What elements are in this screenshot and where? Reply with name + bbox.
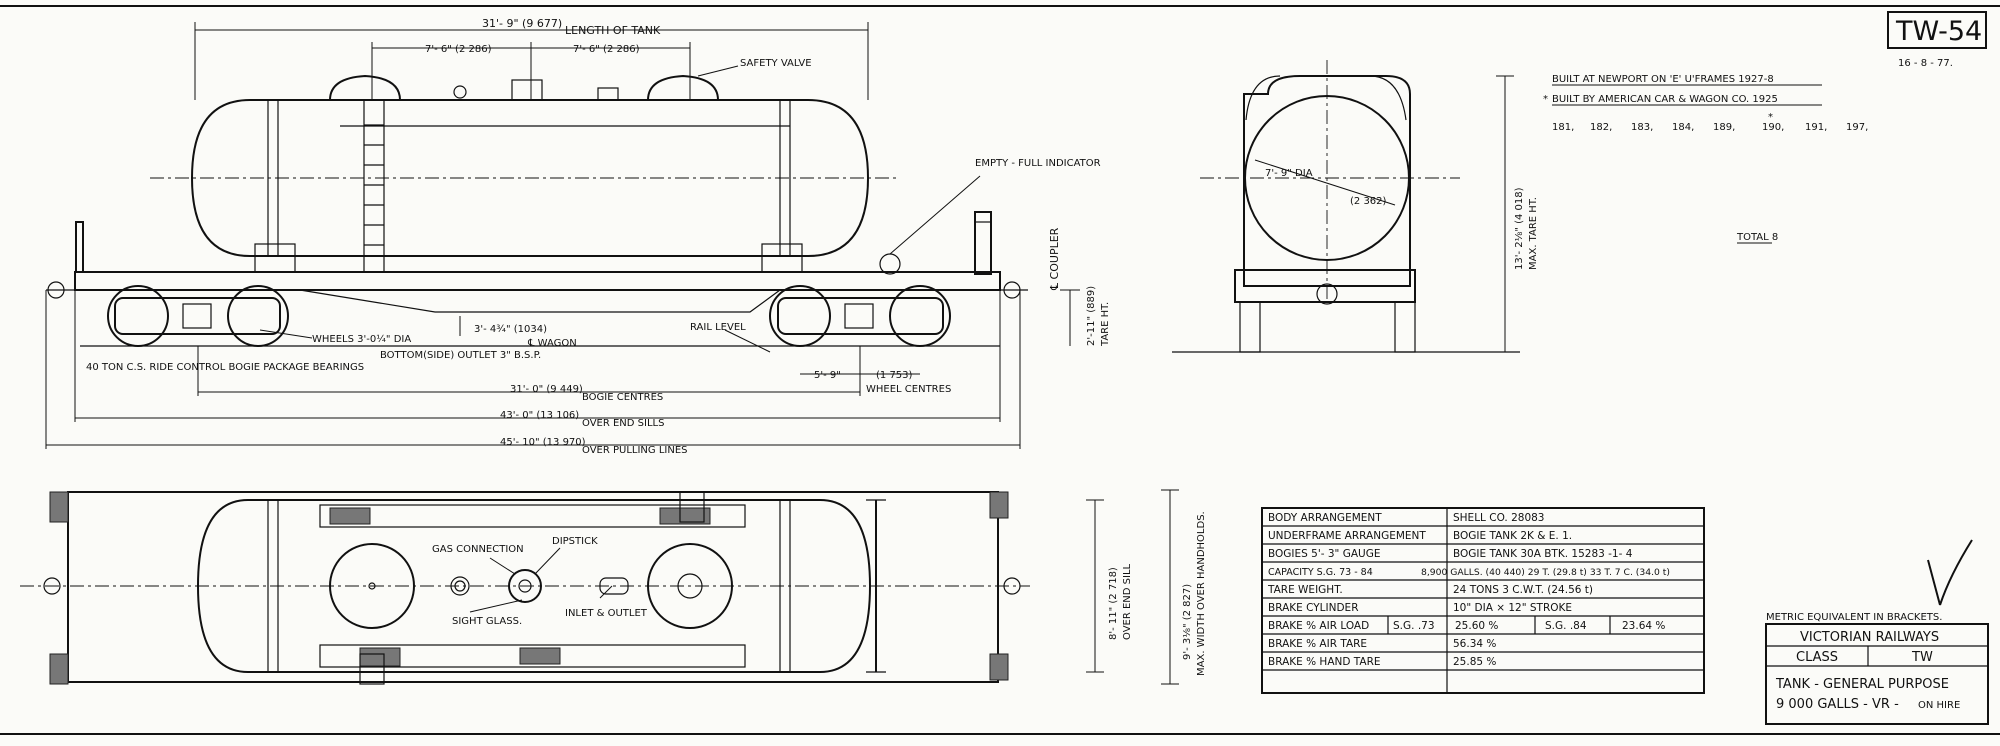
max-tare-height-dim: 13'- 2⅛" (4 018) bbox=[1514, 187, 1525, 270]
row-capacity-value: 8,900 GALLS. (40 440) 29 T. (29.8 t) 33 … bbox=[1421, 567, 1670, 578]
row-brake-air-load-v1: 25.60 % bbox=[1455, 620, 1498, 632]
number-189: 189, bbox=[1713, 122, 1735, 133]
number-191: 191, bbox=[1805, 122, 1827, 133]
row-tare-weight-value: 24 TONS 3 C.W.T. (24.56 t) bbox=[1453, 584, 1593, 596]
length-of-tank-dim: 31'- 9" (9 677) bbox=[482, 17, 562, 30]
empty-full-indicator-label: EMPTY - FULL INDICATOR bbox=[975, 158, 1101, 169]
number-181: 181, bbox=[1552, 122, 1574, 133]
bogie-centres-label: BOGIE CENTRES bbox=[582, 392, 663, 403]
bogie-centres-dim: 31'- 0" (9 449) bbox=[510, 384, 583, 395]
number-183: 183, bbox=[1631, 122, 1653, 133]
number-197: 197, bbox=[1846, 122, 1868, 133]
row-capacity-label: CAPACITY S.G. 73 - 84 bbox=[1268, 567, 1373, 578]
row-brake-air-load-sg1: S.G. .73 bbox=[1393, 620, 1435, 632]
number-190: 190, bbox=[1762, 122, 1784, 133]
total-note: TOTAL 8 bbox=[1736, 232, 1778, 243]
end-sills-label: OVER END SILLS bbox=[582, 418, 664, 429]
number-184: 184, bbox=[1672, 122, 1694, 133]
tare-height-label: TARE HT. bbox=[1100, 302, 1111, 347]
specification-table: BODY ARRANGEMENT SHELL CO. 28083 UNDERFR… bbox=[1261, 507, 1705, 694]
end-sill-width-dim: 8'- 11" (2 718) bbox=[1108, 567, 1119, 640]
row-brake-air-load-sg2: S.G. .84 bbox=[1545, 620, 1587, 632]
row-brake-cylinder-label: BRAKE CYLINDER bbox=[1268, 602, 1359, 614]
tank-diameter-metric: (2 362) bbox=[1350, 196, 1387, 207]
bottom-outlet-label: BOTTOM(SIDE) OUTLET 3" B.S.P. bbox=[380, 350, 541, 361]
max-tare-height-label: MAX. TARE HT. bbox=[1528, 197, 1539, 270]
wheel-centres-metric: (1 753) bbox=[876, 370, 913, 381]
rail-level-label: RAIL LEVEL bbox=[690, 322, 746, 333]
row-bogies-label: BOGIES 5'- 3" GAUGE bbox=[1268, 548, 1380, 560]
drawing-date: 16 - 8 - 77. bbox=[1898, 58, 1953, 69]
safety-valve-label: SAFETY VALVE bbox=[740, 58, 812, 69]
wagon-capacity: 9 000 GALLS - VR - bbox=[1776, 697, 1899, 712]
row-brake-air-load-v2: 23.64 % bbox=[1622, 620, 1665, 632]
row-brake-air-tare-value: 56.34 % bbox=[1453, 638, 1496, 650]
row-underframe-label: UNDERFRAME ARRANGEMENT bbox=[1268, 530, 1426, 542]
built-newport-note: BUILT AT NEWPORT ON 'E' U'FRAMES 1927-8 bbox=[1552, 74, 1774, 85]
half-tank-left-dim: 7'- 6" (2 286) bbox=[425, 44, 492, 55]
length-of-tank-label: LENGTH OF TANK bbox=[565, 24, 661, 37]
dipstick-label: DIPSTICK bbox=[552, 536, 598, 547]
row-body-arrangement-value: SHELL CO. 28083 bbox=[1453, 512, 1544, 524]
built-acw-note: BUILT BY AMERICAN CAR & WAGON CO. 1925 bbox=[1552, 94, 1778, 105]
hire-note: ON HIRE bbox=[1918, 700, 1960, 711]
row-brake-hand-tare-label: BRAKE % HAND TARE bbox=[1268, 656, 1381, 668]
gas-connection-label: GAS CONNECTION bbox=[432, 544, 524, 555]
drawing-code-block: TW-54 16 - 8 - 77. R bbox=[1887, 11, 1987, 606]
end-sills-dim: 43'- 0" (13 106) bbox=[500, 410, 579, 421]
end-sill-width-label: OVER END SILL bbox=[1122, 563, 1133, 640]
wheel-centres-label: WHEEL CENTRES bbox=[866, 384, 951, 395]
railway-name: VICTORIAN RAILWAYS bbox=[1800, 630, 1939, 645]
wagon-centreline-label: ℄ WAGON bbox=[527, 338, 577, 349]
bogie-note-label: 40 TON C.S. RIDE CONTROL BOGIE PACKAGE B… bbox=[86, 362, 364, 373]
wagon-description: TANK - GENERAL PURPOSE bbox=[1775, 677, 1949, 692]
tare-height-dim: 2'-11" (889) bbox=[1086, 286, 1097, 346]
row-bogies-value: BOGIE TANK 30A BTK. 15283 -1- 4 bbox=[1453, 548, 1633, 560]
build-notes: BUILT AT NEWPORT ON 'E' U'FRAMES 1927-8 … bbox=[1543, 74, 1868, 244]
half-tank-right-dim: 7'- 6" (2 286) bbox=[573, 44, 640, 55]
drawing-code: TW-54 bbox=[1895, 16, 1982, 47]
class-value: TW bbox=[1911, 650, 1933, 665]
row-underframe-value: BOGIE TANK 2K & E. 1. bbox=[1453, 530, 1572, 542]
row-body-arrangement-label: BODY ARRANGEMENT bbox=[1268, 512, 1382, 524]
coupler-centreline-label: ℄ COUPLER bbox=[1048, 227, 1061, 291]
svg-text:*: * bbox=[1768, 112, 1773, 123]
end-view: 7'- 9" DIA (2 362) 13'- 2⅛" (4 018) MAX.… bbox=[1172, 60, 1539, 353]
metric-note: METRIC EQUIVALENT IN BRACKETS. bbox=[1766, 612, 1942, 623]
max-width-label: MAX. WIDTH OVER HANDHOLDS. bbox=[1196, 511, 1207, 676]
wheels-label: WHEELS 3'-0¼" DIA bbox=[312, 333, 411, 345]
pulling-lines-dim: 45'- 10" (13 970) bbox=[500, 437, 586, 448]
inlet-outlet-label: INLET & OUTLET bbox=[565, 608, 648, 619]
max-width-dim: 9'- 3⅛" (2 827) bbox=[1182, 584, 1193, 660]
row-brake-hand-tare-value: 25.85 % bbox=[1453, 656, 1496, 668]
svg-text:*: * bbox=[1543, 94, 1548, 105]
number-182: 182, bbox=[1590, 122, 1612, 133]
class-label: CLASS bbox=[1796, 650, 1838, 665]
row-tare-weight-label: TARE WEIGHT. bbox=[1267, 584, 1343, 596]
row-brake-air-tare-label: BRAKE % AIR TARE bbox=[1268, 638, 1367, 650]
row-brake-air-load-label: BRAKE % AIR LOAD bbox=[1268, 620, 1369, 632]
title-block: METRIC EQUIVALENT IN BRACKETS. VICTORIAN… bbox=[1765, 612, 1989, 725]
plan-view: GAS CONNECTION DIPSTICK SIGHT GLASS. INL… bbox=[20, 489, 1207, 685]
row-brake-cylinder-value: 10" DIA × 12" STROKE bbox=[1453, 602, 1572, 614]
sight-glass-label: SIGHT GLASS. bbox=[452, 616, 522, 627]
pulling-lines-label: OVER PULLING LINES bbox=[582, 445, 688, 456]
tank-diameter-label: 7'- 9" DIA bbox=[1265, 168, 1313, 179]
side-elevation: 31'- 9" (9 677) LENGTH OF TANK 7'- 6" (2… bbox=[45, 17, 1111, 456]
wheel-centres-dim: 5'- 9" bbox=[814, 370, 841, 381]
outlet-height-dim: 3'- 4¾" (1034) bbox=[474, 324, 547, 335]
